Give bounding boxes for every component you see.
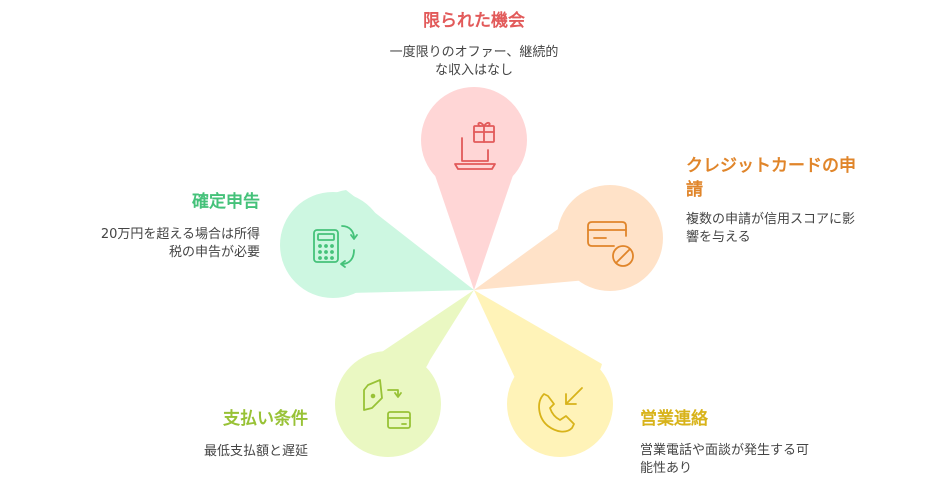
title-limited-opportunity: 限られた機会 (423, 11, 525, 31)
desc-payment-terms: 最低支払額と遅延 (108, 443, 308, 461)
desc-credit-card-application: 複数の申請が信用スコアに影 響を与える (686, 211, 926, 247)
wallet-card-icon (363, 379, 411, 429)
title-line: 請 (686, 180, 703, 200)
desc-line: 響を与える (686, 230, 751, 245)
desc-line: 複数の申請が信用スコアに影 (686, 212, 856, 227)
credit-card-blocked-icon (587, 221, 634, 267)
petal-tax-filing (280, 190, 474, 298)
title-line: クレジットカードの申 (686, 156, 856, 176)
desc-line: 能性あり (640, 461, 693, 476)
desc-line: な収入はなし (434, 63, 513, 78)
title-sales-contact: 営業連絡 (640, 409, 708, 429)
petal-payment-terms (335, 290, 474, 457)
desc-line: 税の申告が必要 (168, 245, 260, 260)
incoming-call-icon (538, 387, 583, 433)
title-credit-card-application: クレジットカードの申 請 (686, 154, 906, 202)
title-payment-terms: 支払い条件 (223, 409, 308, 429)
desc-line: 一度限りのオファー、継続的 (389, 45, 559, 60)
desc-tax-filing: 20万円を超える場合は所得 税の申告が必要 (40, 226, 260, 262)
petal-limited-opportunity (421, 87, 527, 290)
desc-sales-contact: 営業電話や面談が発生する可 能性あり (640, 442, 880, 478)
desc-line: 最低支払額と遅延 (203, 444, 308, 459)
desc-limited-opportunity: 一度限りのオファー、継続的 な収入はなし (344, 44, 604, 80)
gift-laptop-icon (454, 121, 496, 170)
petal-sales-contact (474, 290, 613, 457)
title-tax-filing: 確定申告 (192, 192, 260, 212)
desc-line: 営業電話や面談が発生する可 (640, 443, 810, 458)
desc-line: 20万円を超える場合は所得 (100, 227, 260, 242)
calculator-refresh-icon (313, 225, 358, 268)
